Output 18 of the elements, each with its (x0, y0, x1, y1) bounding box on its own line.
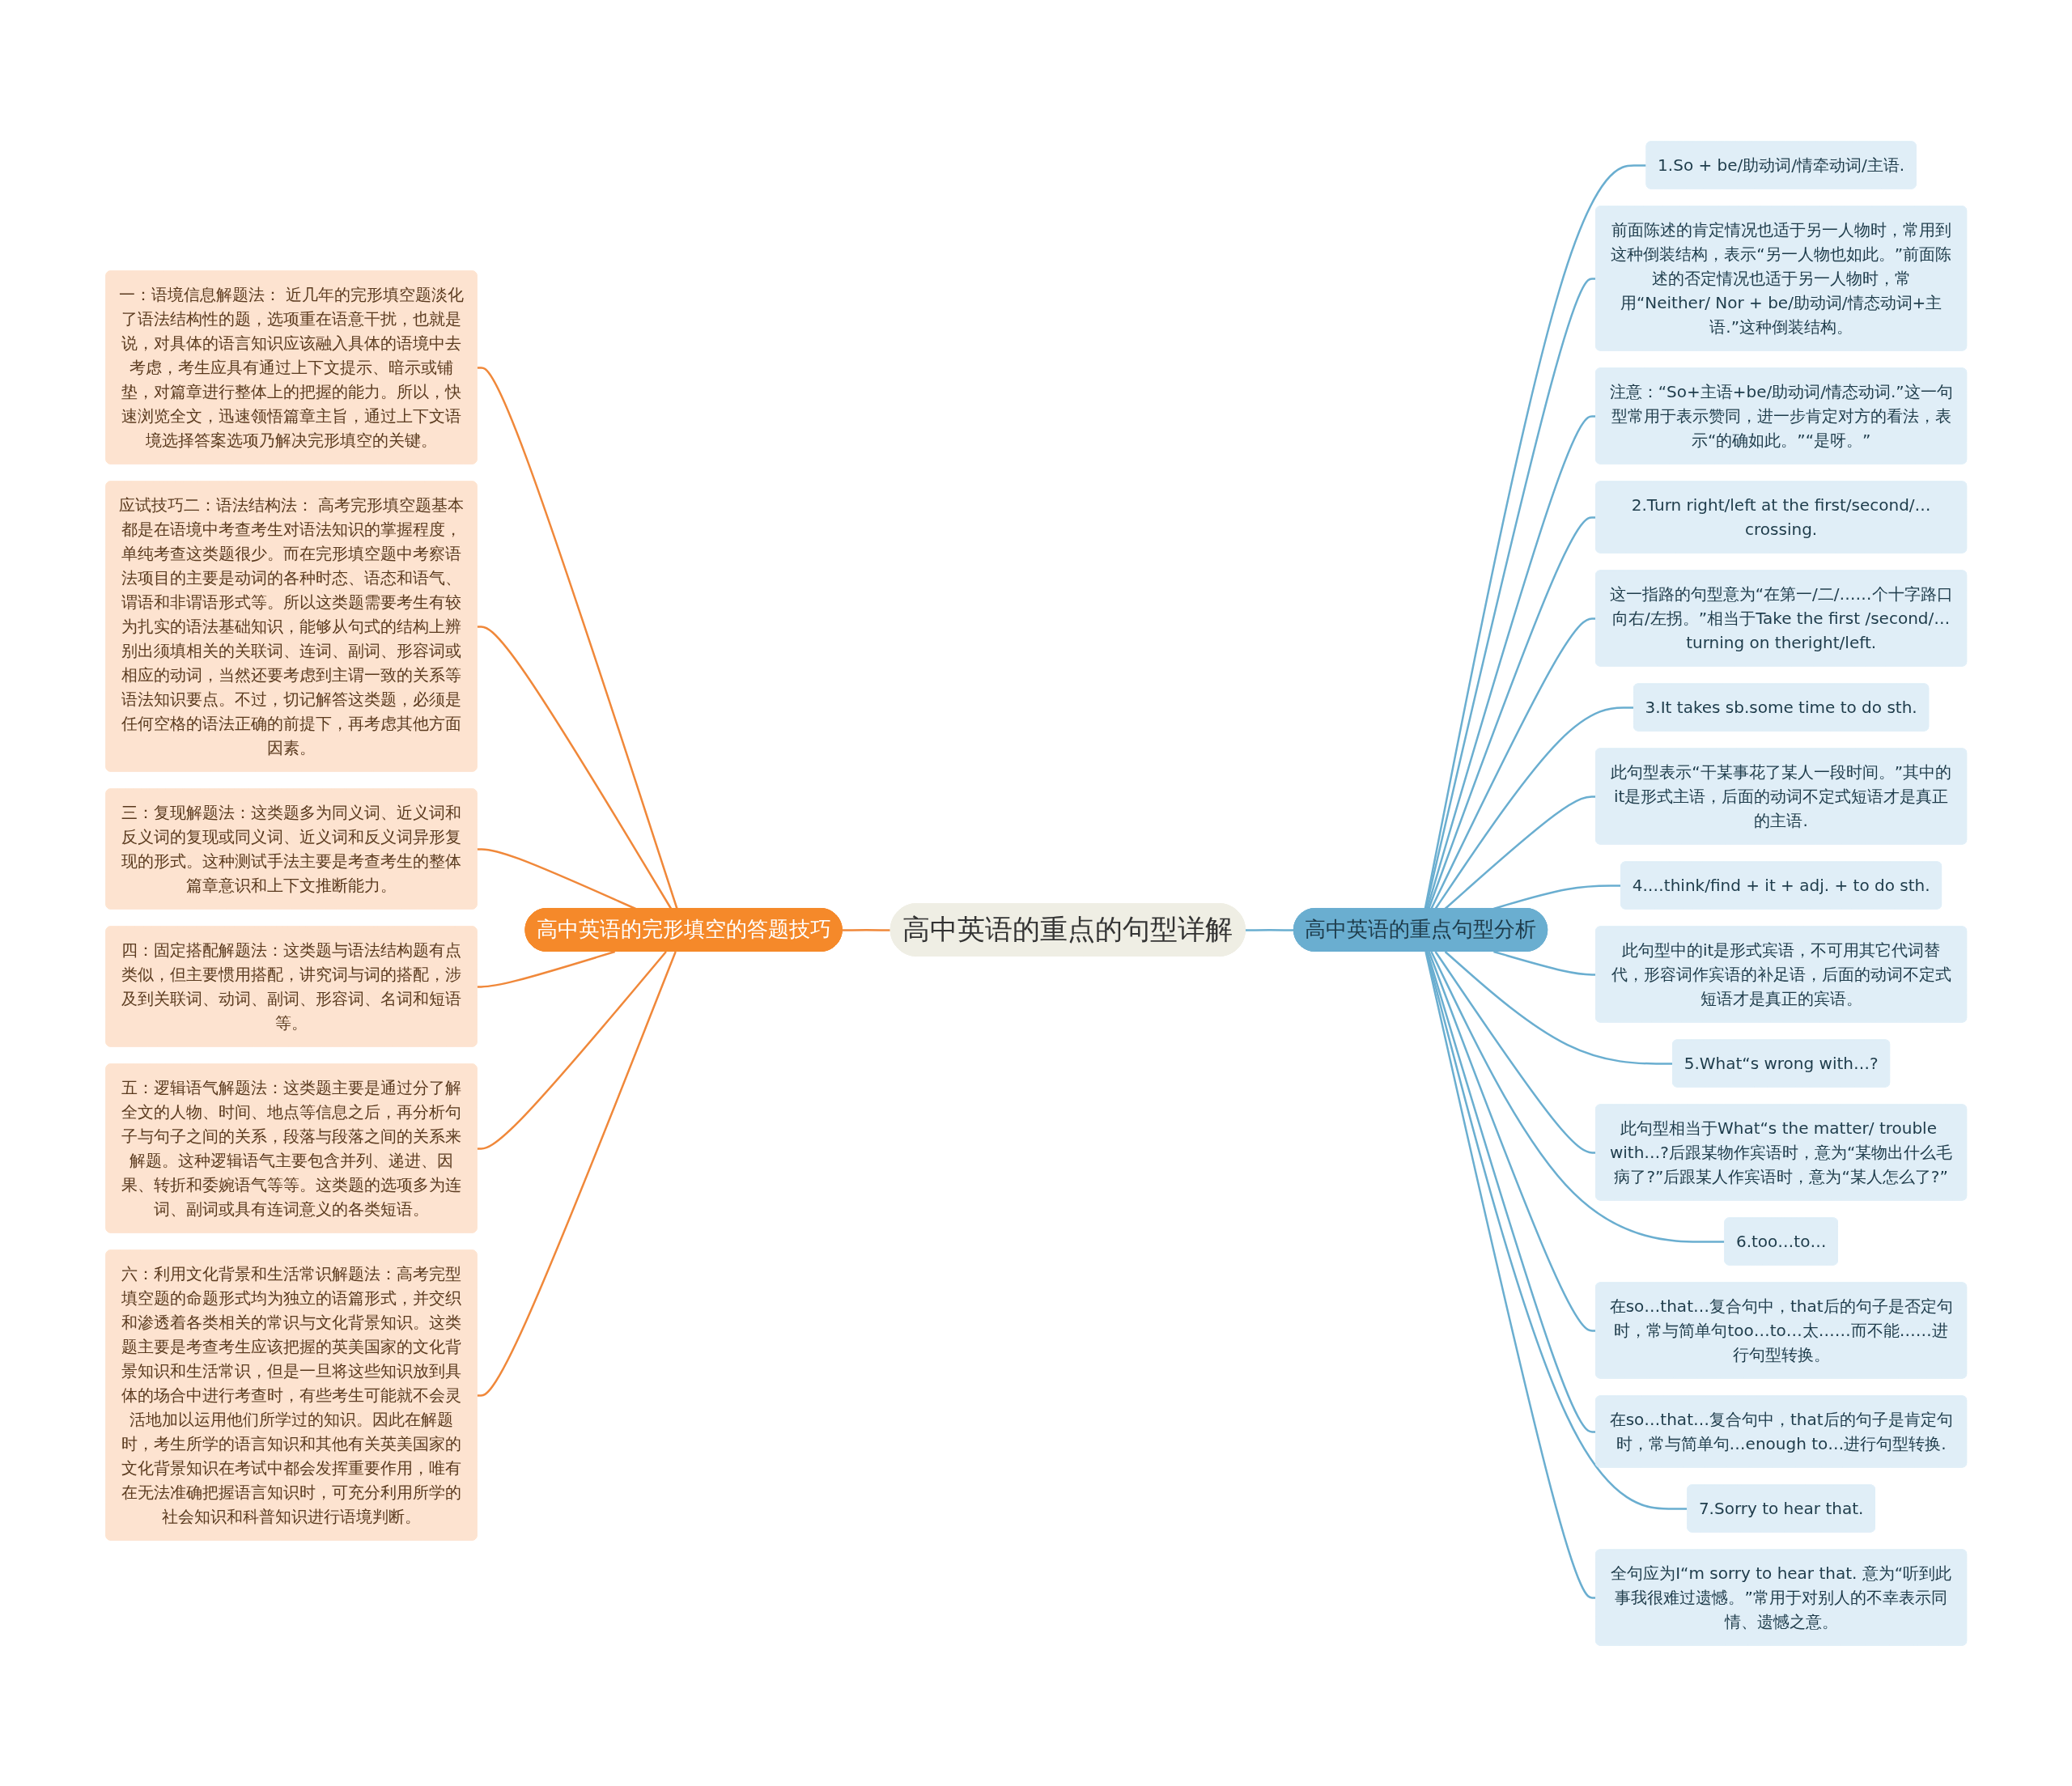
connector (477, 366, 678, 909)
connector (477, 950, 667, 1150)
connector (1429, 950, 1726, 1243)
connector (1444, 950, 1673, 1065)
connector (1424, 951, 1596, 1599)
connector (1425, 414, 1596, 909)
connector (1426, 951, 1596, 1433)
connector (1424, 163, 1647, 909)
connector (1492, 950, 1596, 976)
connector (1434, 950, 1596, 1154)
connector (477, 951, 677, 1397)
connector (477, 950, 615, 988)
connector (1424, 277, 1596, 909)
connector (1427, 515, 1596, 909)
connector (842, 928, 891, 931)
connector (1245, 928, 1294, 931)
connector (1424, 951, 1688, 1510)
connector (1428, 951, 1596, 1332)
